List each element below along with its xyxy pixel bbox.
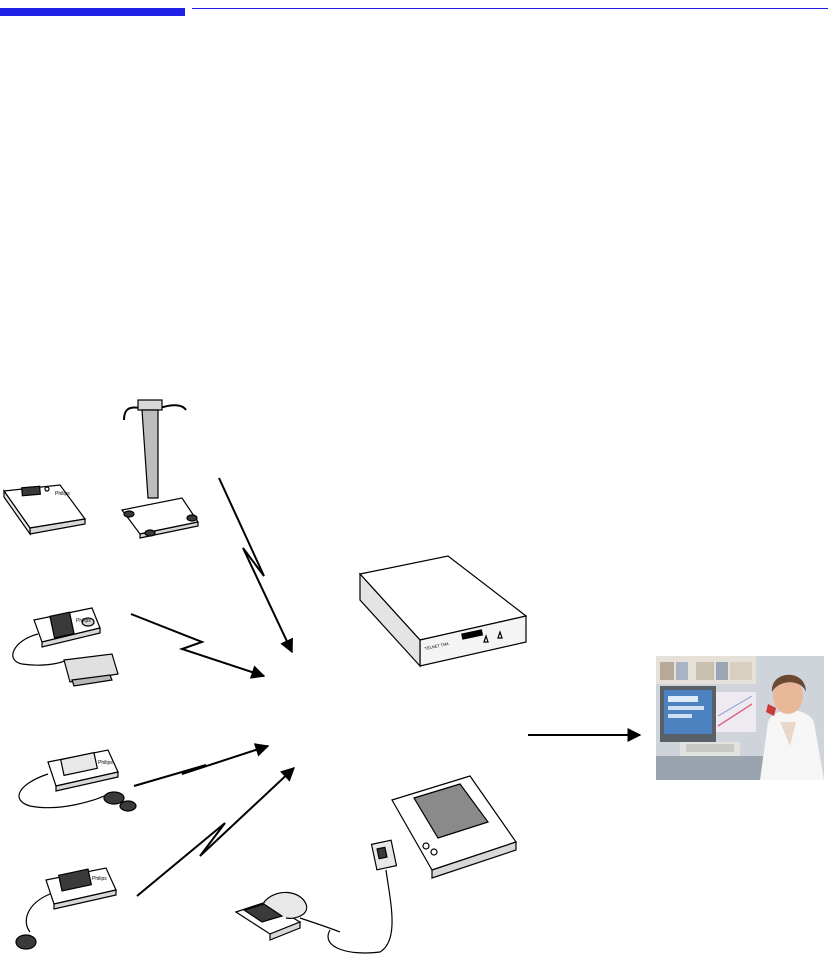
scale-brand: Philips [55, 491, 70, 497]
bp-brand: Philips [76, 618, 91, 624]
pulse-brand: Philips [92, 876, 107, 882]
wireless-arrow-pulse-oximeter [137, 768, 294, 896]
wireless-arrow-body-analyzer [219, 478, 292, 652]
bathroom-scale-icon: Philips [4, 485, 85, 534]
glucose-brand: Philips [98, 760, 113, 766]
handheld-monitor-icon [328, 776, 516, 953]
wireless-arrow-blood-pressure [131, 614, 264, 676]
wireless-arrow-meter [134, 746, 268, 786]
foot-sensor-icon [236, 892, 340, 940]
blood-pressure-monitor-icon: Philips [13, 608, 118, 686]
meter-with-clip-icon: Philips [19, 750, 136, 811]
clinician-photo [656, 656, 824, 780]
pulse-oximeter-icon: Philips [16, 868, 116, 949]
body-analyzer-icon [122, 400, 198, 538]
data-hub-box-icon: TELNET TM4 [360, 556, 526, 666]
